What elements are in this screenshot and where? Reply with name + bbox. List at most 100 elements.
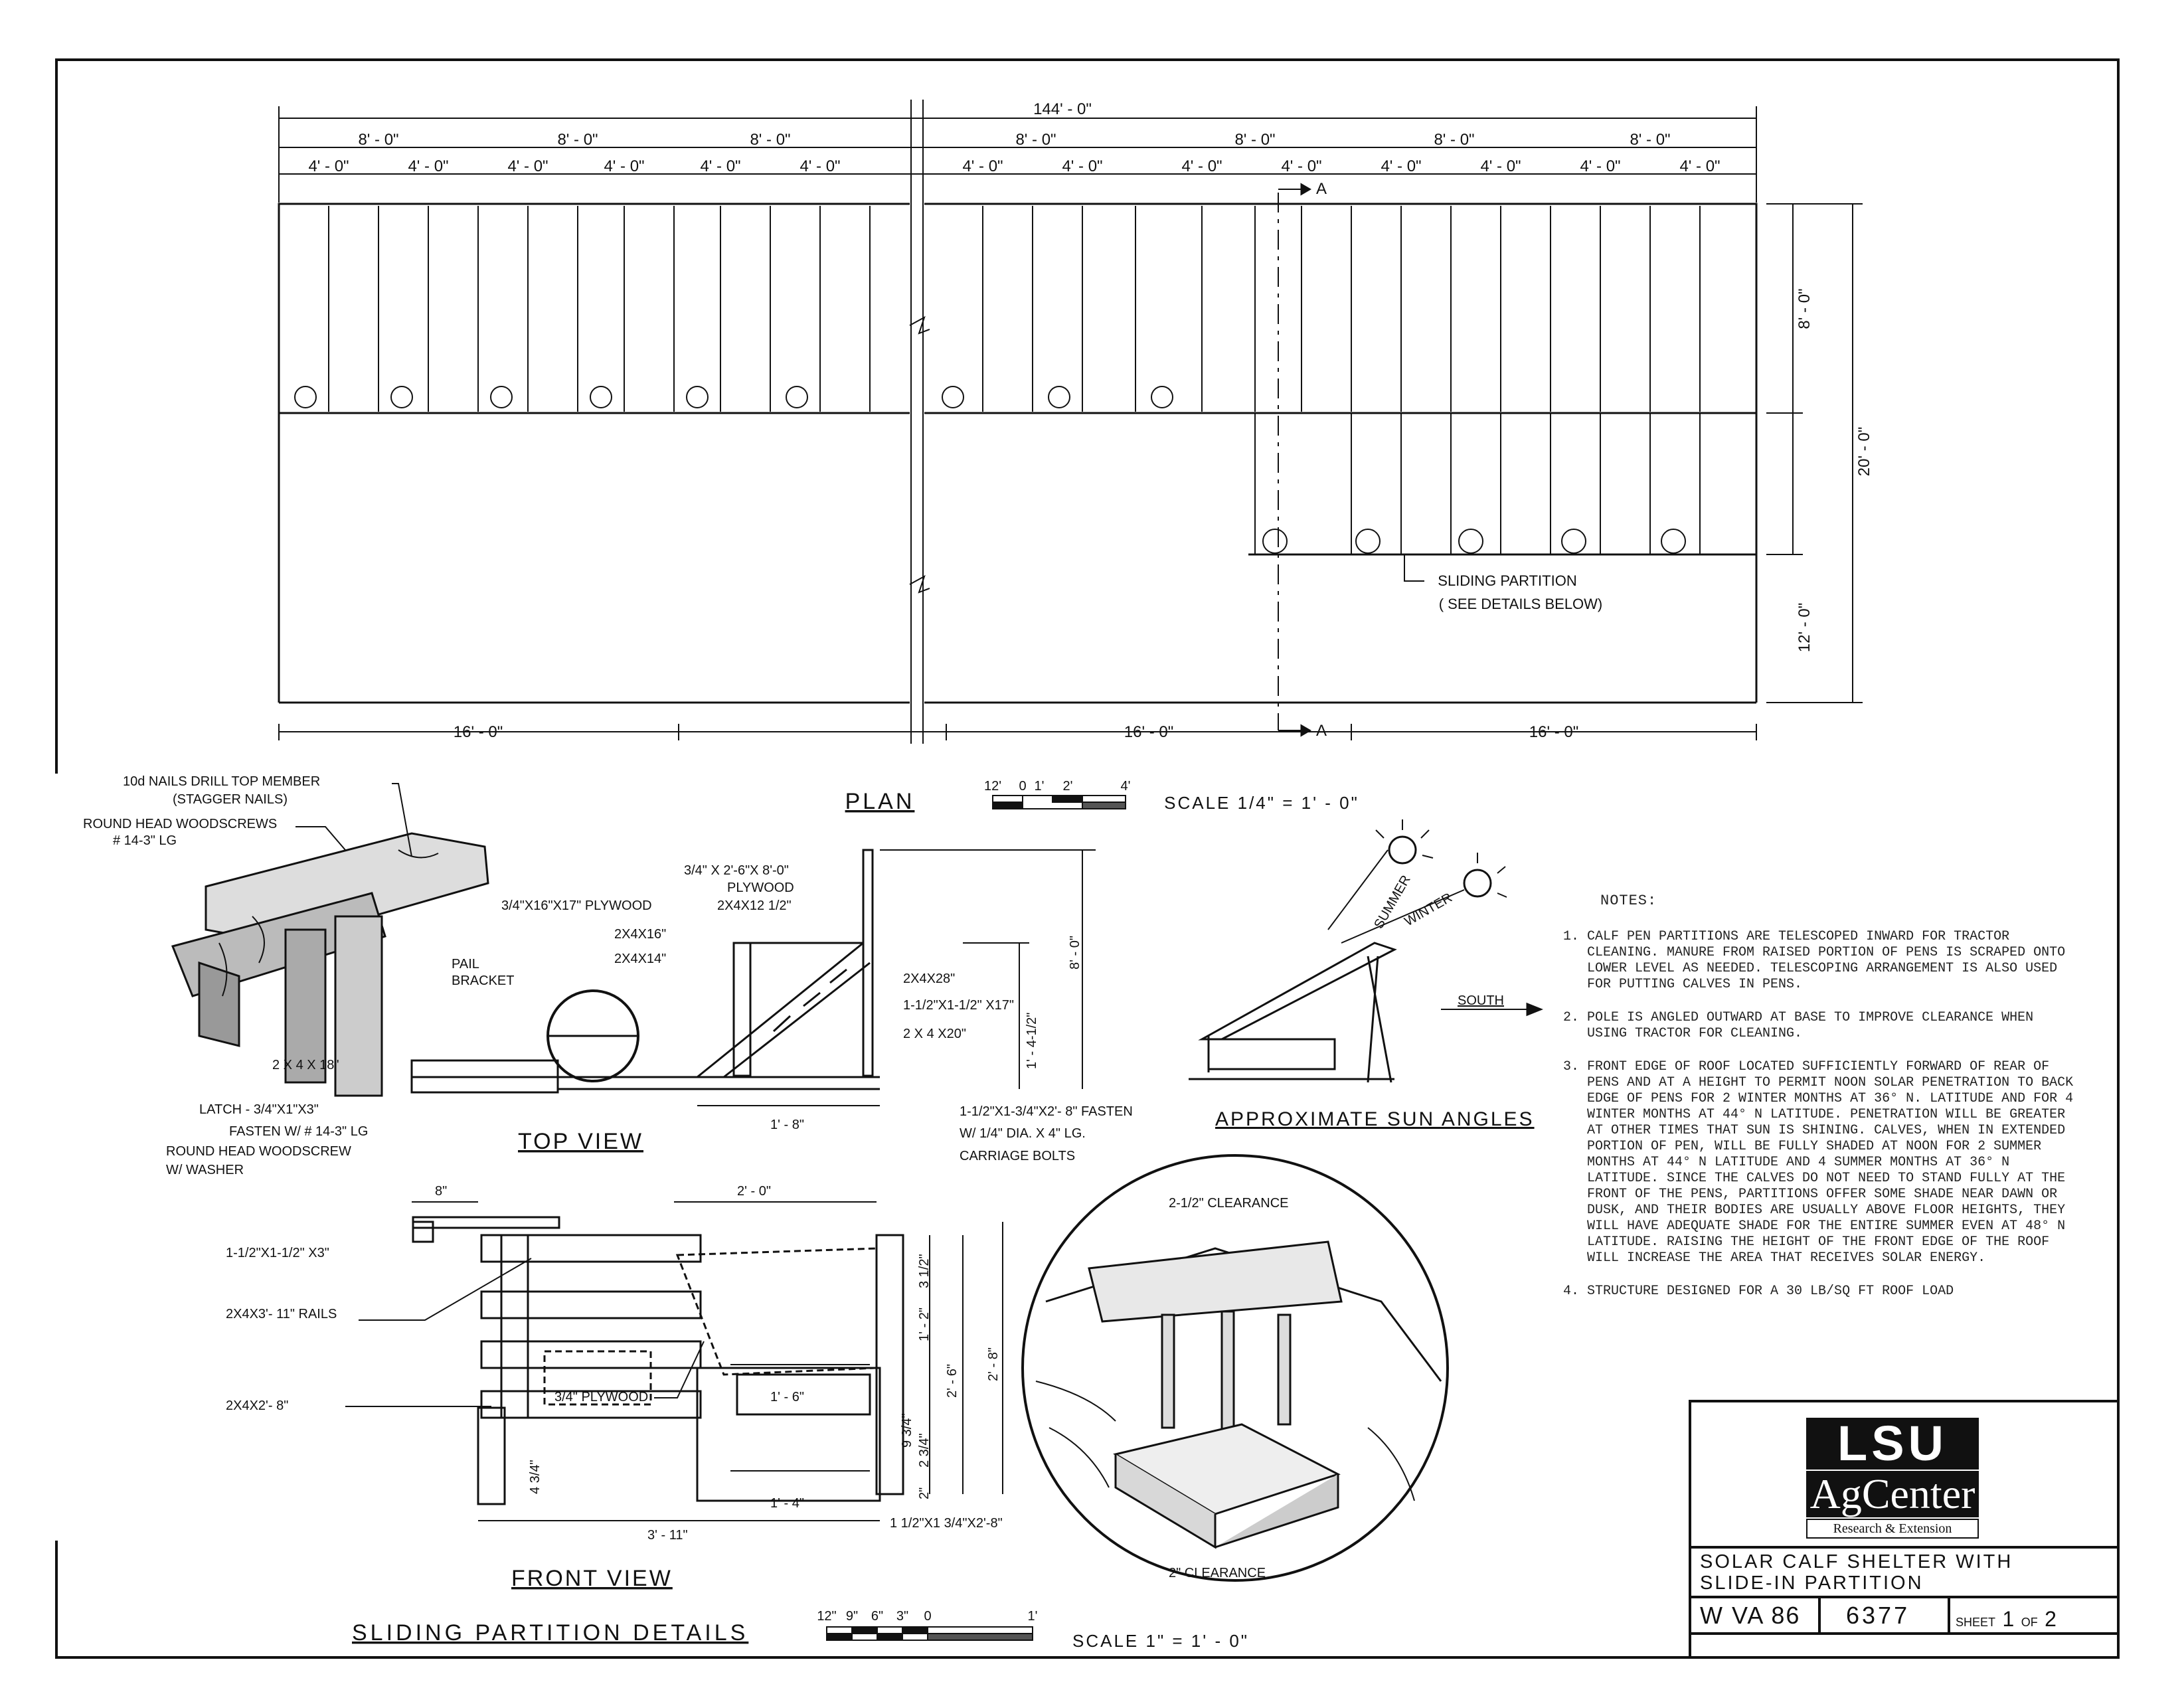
plan-dim-8ft: 8' - 0": [1434, 131, 1474, 149]
sliding-partition-note-2: ( SEE DETAILS BELOW): [1439, 596, 1603, 612]
front-view-title: FRONT VIEW: [511, 1566, 673, 1591]
svg-text:3/4"X16"X17" PLYWOOD: 3/4"X16"X17" PLYWOOD: [501, 898, 652, 913]
svg-text:W/ 1/4" DIA. X 4" LG.: W/ 1/4" DIA. X 4" LG.: [960, 1126, 1086, 1141]
svg-text:4': 4': [1121, 779, 1131, 794]
svg-text:1' - 4-1/2": 1' - 4-1/2": [1025, 1013, 1039, 1069]
svg-text:2X4X28": 2X4X28": [903, 971, 955, 986]
top-view-labels: 3/4" X 2'-6"X 8'-0" PLYWOOD 3/4"X16"X17"…: [166, 863, 1133, 1177]
svg-text:1-1/2"X1-1/2" X3": 1-1/2"X1-1/2" X3": [226, 1246, 329, 1260]
iso-leaders: [295, 783, 412, 857]
notes-list: CALF PEN PARTITIONS ARE TELESCOPED INWAR…: [1547, 929, 2078, 1300]
svg-text:1' - 6": 1' - 6": [770, 1390, 804, 1404]
plan-dim-4ft: 4' - 0": [1580, 157, 1620, 175]
plan-dim-4ft: 4' - 0": [1281, 157, 1321, 175]
top-view-title: TOP VIEW: [518, 1129, 643, 1154]
plan-dim-4ft: 4' - 0": [1381, 157, 1421, 175]
plan-dim-4ft: 4' - 0": [799, 157, 840, 175]
svg-text:2X4X16": 2X4X16": [614, 927, 666, 942]
plan-dim-4ft: 4' - 0": [1679, 157, 1720, 175]
svg-text:1': 1': [1035, 779, 1045, 794]
plan-dim-8ft: 8' - 0": [358, 131, 398, 149]
svg-text:PLYWOOD: PLYWOOD: [727, 881, 794, 895]
iso-joint-detail: [171, 832, 489, 1097]
plan-dim-4ft: 4' - 0": [962, 157, 1003, 175]
plan-code: W VA 86: [1700, 1602, 1801, 1629]
svg-text:2X4X12 1/2": 2X4X12 1/2": [717, 898, 792, 913]
svg-text:0: 0: [1019, 779, 1026, 794]
plan-scale-ticks: 12' 0 1' 2' 4': [984, 779, 1131, 794]
svg-text:SOUTH: SOUTH: [1458, 993, 1504, 1008]
svg-text:2' - 8": 2' - 8": [986, 1347, 1001, 1381]
plan-raised-pens: [278, 203, 1758, 414]
plan-labels: 144' - 0" 8' - 0" 8' - 0" 8' - 0" 8' - 0" 8'…: [308, 100, 1873, 814]
notes-header: NOTES:: [1600, 892, 1657, 909]
pail-icon: [1355, 529, 1381, 554]
section-mark-bottom: A: [1316, 722, 1327, 740]
plan-dim-4ft: 4' - 0": [1480, 157, 1521, 175]
pail-icon: [390, 386, 413, 408]
pail-icon: [786, 386, 808, 408]
plan-overall-dim: 144' - 0": [1033, 100, 1092, 118]
sheet-info: SHEET 1 OF 2: [1956, 1607, 2057, 1632]
svg-text:3/4" PLYWOOD: 3/4" PLYWOOD: [554, 1390, 648, 1404]
svg-text:6": 6": [871, 1609, 883, 1624]
svg-text:3' - 11": 3' - 11": [647, 1528, 688, 1543]
plan-dim-4ft: 4' - 0": [1062, 157, 1102, 175]
sun-angles-drawing: [1189, 819, 1544, 1083]
plan-right-dim-upper: 8' - 0": [1796, 288, 1813, 329]
plan-dim-4ft: 4' - 0": [604, 157, 644, 175]
svg-text:ROUND HEAD WOODSCREW: ROUND HEAD WOODSCREW: [166, 1144, 351, 1159]
iso-detail-labels: 10d NAILS DRILL TOP MEMBER (STAGGER NAIL…: [83, 774, 320, 848]
svg-text:1-1/2"X1-3/4"X2'- 8" FASTEN: 1-1/2"X1-3/4"X2'- 8" FASTEN: [960, 1104, 1133, 1119]
plan-dim-8ft: 8' - 0": [1630, 131, 1670, 149]
plan-scale-bar: [992, 795, 1126, 809]
plan-right-dim-overall: 20' - 0": [1855, 427, 1873, 476]
summer-sun-icon: [1388, 835, 1417, 865]
svg-text:3/4" X 2'-6"X 8'-0": 3/4" X 2'-6"X 8'-0": [684, 863, 789, 878]
notes-panel: NOTES: CALF PEN PARTITIONS ARE TELESCOPE…: [1547, 893, 2078, 1317]
note-item: CALF PEN PARTITIONS ARE TELESCOPED INWAR…: [1587, 929, 2078, 993]
logo-agcenter: AgCenter: [1806, 1471, 1979, 1517]
front-view-labels: 8" 2' - 0" 1-1/2"X1-1/2" X3" 2X4X3'- 11"…: [226, 1184, 1003, 1591]
svg-text:LATCH - 3/4"X1"X3": LATCH - 3/4"X1"X3": [199, 1102, 319, 1117]
lsu-agcenter-logo: LSU AgCenter Research & Extension: [1806, 1418, 1979, 1544]
details-scale-bar: [826, 1626, 1033, 1641]
svg-text:# 14-3" LG: # 14-3" LG: [113, 833, 177, 848]
svg-text:1 1/2"X1 3/4"X2'-8": 1 1/2"X1 3/4"X2'-8": [890, 1516, 1003, 1531]
top-view-drawing: [410, 849, 1096, 1106]
svg-text:3": 3": [896, 1609, 908, 1624]
circle-detail: [1021, 1154, 1449, 1582]
sheet-total: 2: [2045, 1607, 2057, 1631]
svg-text:1' - 8": 1' - 8": [770, 1118, 804, 1132]
pail-icon: [294, 386, 317, 408]
svg-text:2' - 6": 2' - 6": [945, 1364, 960, 1398]
svg-text:2 X 4 X20": 2 X 4 X20": [903, 1027, 966, 1041]
sun-angles-title: APPROXIMATE SUN ANGLES: [1215, 1108, 1535, 1130]
svg-text:2' - 0": 2' - 0": [737, 1184, 771, 1199]
svg-text:1' - 2": 1' - 2": [917, 1308, 932, 1341]
sliding-partition-details-title: SLIDING PARTITION DETAILS: [352, 1620, 748, 1646]
pail-icon: [1262, 529, 1288, 554]
svg-text:4 3/4": 4 3/4": [528, 1460, 543, 1494]
note-item: POLE IS ANGLED OUTWARD AT BASE TO IMPROV…: [1587, 1010, 2078, 1042]
plan-bottom-dim-1: 16' - 0": [454, 723, 503, 741]
svg-text:FASTEN W/ # 14-3" LG: FASTEN W/ # 14-3" LG: [229, 1124, 368, 1139]
plan-bottom-dim-3: 16' - 0": [1529, 723, 1578, 741]
svg-text:8' - 0": 8' - 0": [1068, 936, 1082, 970]
note-item: FRONT EDGE OF ROOF LOCATED SUFFICIENTLY …: [1587, 1059, 2078, 1266]
plan-dim-4ft: 4' - 0": [700, 157, 740, 175]
plan-dim-8ft: 8' - 0": [557, 131, 598, 149]
sliding-partition-note: SLIDING PARTITION: [1438, 572, 1576, 589]
pail-icon: [1458, 529, 1483, 554]
svg-text:2': 2': [1063, 779, 1073, 794]
sheet-of: OF: [2021, 1616, 2038, 1629]
svg-text:WINTER: WINTER: [1402, 890, 1455, 929]
plan-bottom-dim-2: 16' - 0": [1124, 723, 1173, 741]
svg-text:2": 2": [917, 1487, 932, 1499]
woodscrews-label: ROUND HEAD WOODSCREWS: [83, 817, 277, 831]
svg-text:3 1/2": 3 1/2": [917, 1254, 932, 1288]
svg-text:(STAGGER NAILS): (STAGGER NAILS): [173, 792, 288, 807]
plan-dim-4ft: 4' - 0": [308, 157, 349, 175]
details-scale-ticks: 12" 9" 6" 3" 0 1': [817, 1609, 1037, 1624]
